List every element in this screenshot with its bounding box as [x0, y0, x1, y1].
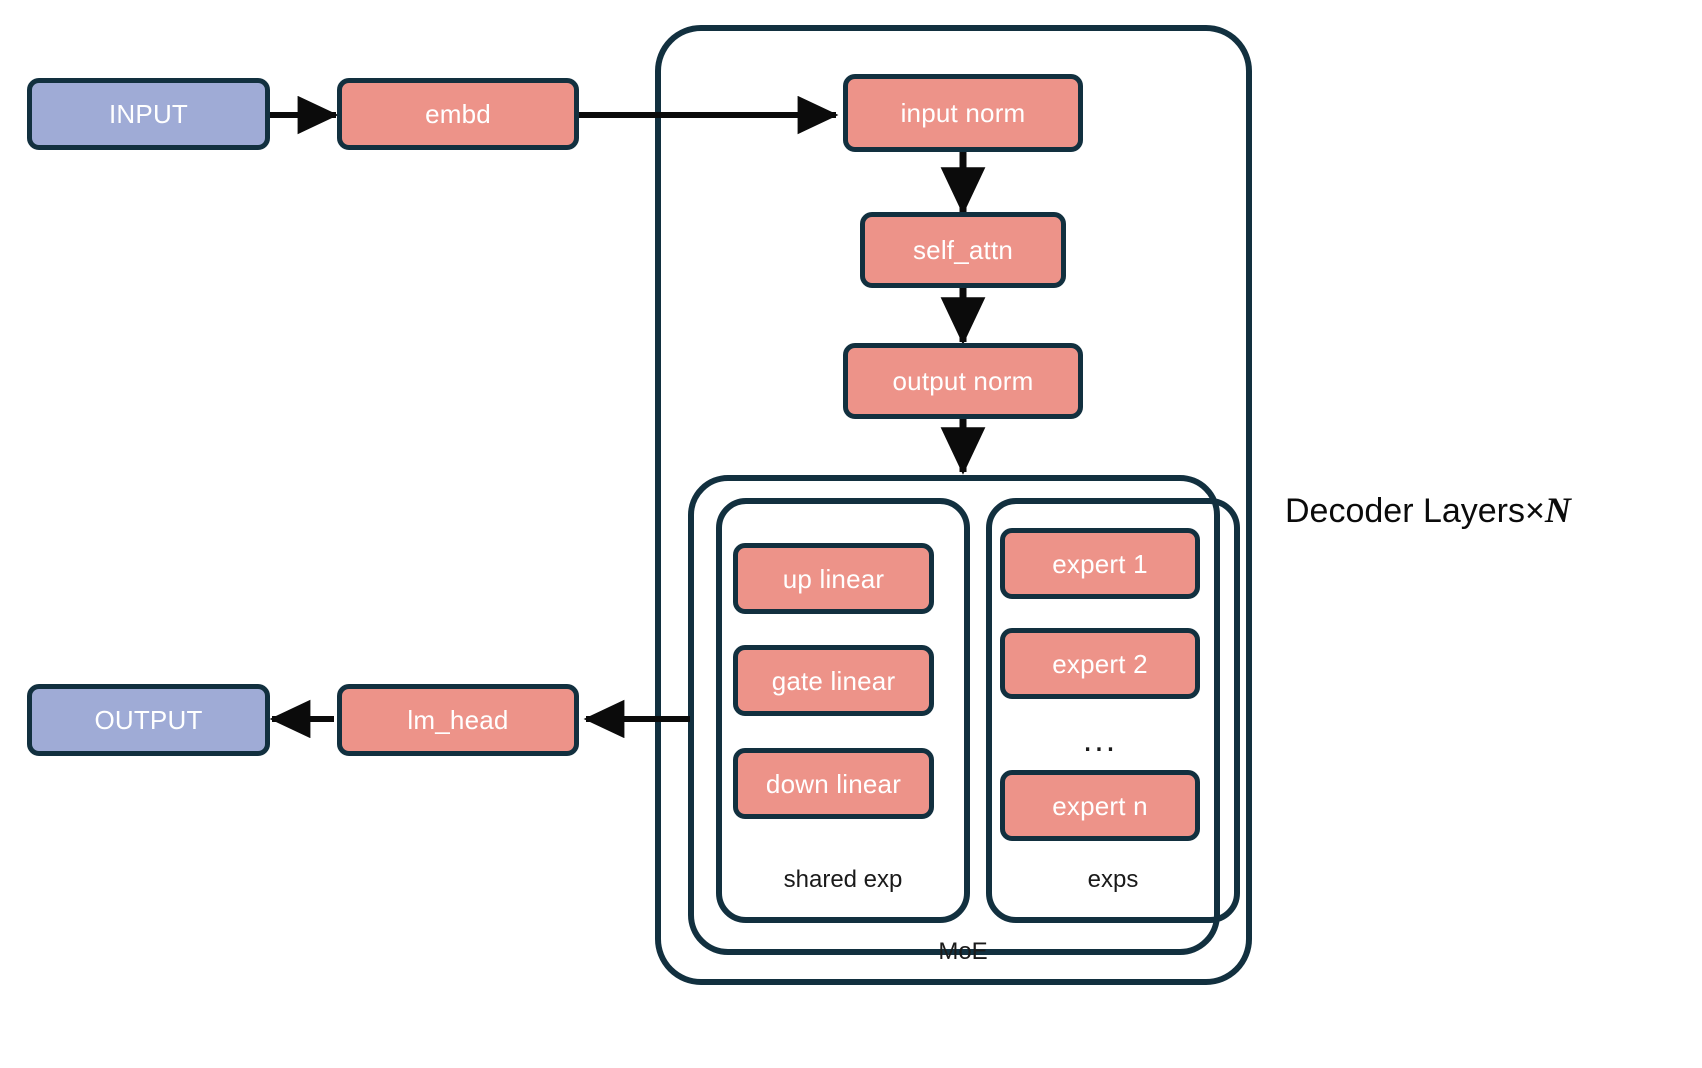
node-embd-label: embd [425, 99, 491, 129]
node-input-norm[interactable]: input norm [843, 74, 1083, 152]
node-lm-head[interactable]: lm_head [337, 684, 579, 756]
node-output-norm-label: output norm [892, 366, 1034, 396]
node-self-attn[interactable]: self_attn [860, 212, 1066, 288]
node-output[interactable]: OUTPUT [27, 684, 270, 756]
node-expert-1[interactable]: expert 1 [1000, 528, 1200, 599]
node-self-attn-label: self_attn [912, 235, 1014, 265]
experts-group [986, 498, 1240, 923]
node-down-linear[interactable]: down linear [733, 748, 934, 819]
moe-container [688, 475, 1220, 955]
moe-caption: MoE [938, 938, 988, 965]
node-expert-2[interactable]: expert 2 [1000, 628, 1200, 699]
node-embd[interactable]: embd [337, 78, 579, 150]
decoder-layers-annotation: Decoder Layers×N [1285, 492, 1571, 528]
decoder-layers-container [655, 25, 1252, 985]
node-output-label: OUTPUT [94, 705, 203, 735]
shared-expert-group [716, 498, 970, 923]
experts-ellipsis: ... [1082, 721, 1118, 759]
node-gate-linear[interactable]: gate linear [733, 645, 934, 716]
node-output-norm[interactable]: output norm [843, 343, 1083, 419]
node-expert-n[interactable]: expert n [1000, 770, 1200, 841]
node-expert-1-label: expert 1 [1052, 548, 1148, 579]
node-up-linear[interactable]: up linear [733, 543, 934, 614]
node-up-linear-label: up linear [782, 563, 885, 594]
node-input-norm-label: input norm [900, 98, 1026, 128]
node-gate-linear-label: gate linear [771, 665, 896, 696]
decoder-layers-text: Decoder Layers× [1285, 492, 1545, 530]
node-down-linear-label: down linear [765, 768, 902, 799]
node-expert-n-label: expert n [1052, 790, 1148, 821]
experts-caption: exps [1087, 866, 1139, 893]
node-expert-2-label: expert 2 [1052, 648, 1148, 679]
node-input[interactable]: INPUT [27, 78, 270, 150]
decoder-layers-variable: N [1544, 490, 1571, 530]
node-input-label: INPUT [109, 99, 188, 129]
node-lm-head-label: lm_head [407, 705, 509, 735]
shared-expert-caption: shared exp [783, 866, 903, 893]
